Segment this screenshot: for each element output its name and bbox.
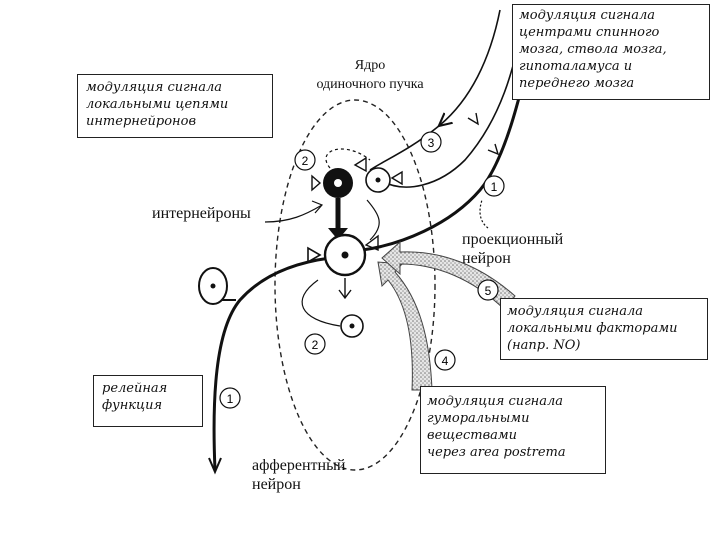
marker-1-top: 1 <box>484 176 504 196</box>
synapse-left <box>312 176 320 190</box>
local-circuit-arc-1 <box>326 149 370 168</box>
descending-fiber-2 <box>380 10 525 187</box>
marker-2-bottom: 2 <box>305 334 325 354</box>
synapse-right <box>392 172 402 184</box>
marker-4: 4 <box>435 350 455 370</box>
arrowhead-descending <box>468 113 478 124</box>
svg-text:3: 3 <box>428 136 435 150</box>
afferent-axon <box>214 258 330 470</box>
interneuron-black-nucleus <box>334 179 342 187</box>
label-afferent-neuron: афферентный нейрон <box>252 456 345 494</box>
box-humoral: модуляция сигнала гуморальными веществам… <box>420 386 606 474</box>
box-relay: релейная функция <box>93 375 203 427</box>
interneurons-leader-head <box>312 201 322 213</box>
box-local-factors: модуляция сигнала локальными факторами (… <box>500 298 708 360</box>
lower-connection <box>339 278 351 298</box>
humoral-arrow <box>378 262 432 390</box>
arrowhead-descending-2 <box>488 144 498 154</box>
label-projection-neuron: проекционный нейрон <box>462 230 563 268</box>
box-local-circuits: модуляция сигнала локальными цепями инте… <box>77 74 273 138</box>
marker-3: 3 <box>421 132 441 152</box>
local-circuit-arc-3 <box>367 200 379 240</box>
svg-text:2: 2 <box>302 154 309 168</box>
box-higher-centers: модуляция сигнала центрами спинного мозг… <box>512 4 710 100</box>
afferent-nucleus-dot <box>211 284 216 289</box>
svg-text:2: 2 <box>312 338 319 352</box>
interneurons-leader <box>265 205 322 222</box>
synapse-top <box>355 158 366 171</box>
marker-2-top: 2 <box>295 150 315 170</box>
projection-leader <box>480 200 488 228</box>
svg-text:1: 1 <box>227 392 234 406</box>
label-interneurons: интернейроны <box>152 204 251 223</box>
nucleus-title: Ядро одиночного пучка <box>295 56 445 94</box>
svg-text:5: 5 <box>485 284 492 298</box>
svg-text:4: 4 <box>442 354 449 368</box>
svg-text:1: 1 <box>491 180 498 194</box>
local-circuit-arc-2 <box>302 280 340 326</box>
marker-1-bottom: 1 <box>220 388 240 408</box>
marker-5: 5 <box>478 280 498 300</box>
